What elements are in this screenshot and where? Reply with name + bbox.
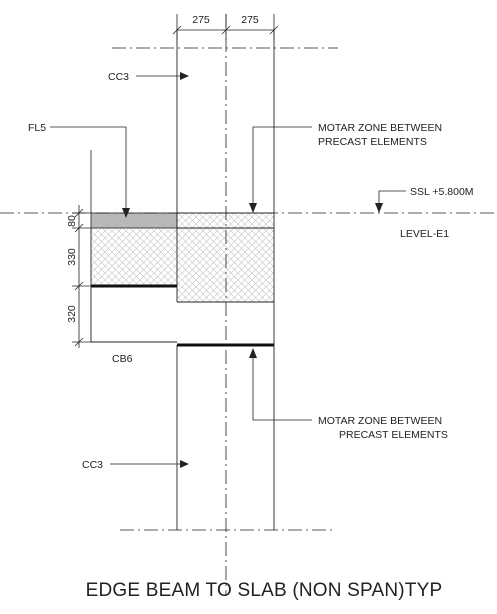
drawing-title: EDGE BEAM TO SLAB (NON SPAN)TYP xyxy=(86,580,443,601)
label-motar-bottom-line2: PRECAST ELEMENTS xyxy=(339,429,448,441)
label-ssl: SSL +5.800M xyxy=(410,186,474,198)
label-motar-top-line2: PRECAST ELEMENTS xyxy=(318,136,427,148)
arrow-ssl-icon xyxy=(375,203,383,213)
arrow-motar-bottom-icon xyxy=(249,348,257,358)
leader-ssl xyxy=(378,190,406,203)
label-level: LEVEL-E1 xyxy=(400,228,449,240)
motar-zone-top xyxy=(177,213,274,228)
dimension-v-bottom: 320 xyxy=(66,305,78,323)
left-dimension xyxy=(72,150,92,348)
arrow-motar-top-icon xyxy=(249,203,257,213)
label-motar-top-line1: MOTAR ZONE BETWEEN xyxy=(318,122,442,134)
arrow-fl5-icon xyxy=(122,208,130,218)
label-cc3-bottom: CC3 xyxy=(82,459,103,471)
slab-topping-fill xyxy=(90,212,178,229)
leader-fl5 xyxy=(50,126,127,208)
dimension-top-left: 275 xyxy=(192,14,210,26)
arrow-cc3-bottom-icon xyxy=(180,460,189,468)
label-cb6: CB6 xyxy=(112,353,133,365)
label-cc3-top: CC3 xyxy=(108,71,129,83)
structure-outlines xyxy=(90,30,275,530)
beam-hatch-zone xyxy=(177,228,274,302)
label-motar-bottom-line1: MOTAR ZONE BETWEEN xyxy=(318,415,442,427)
arrow-cc3-top-icon xyxy=(180,72,189,80)
top-dimension xyxy=(172,14,279,40)
dimension-top-right: 275 xyxy=(241,14,259,26)
leader-motar-top xyxy=(252,126,312,203)
label-fl5: FL5 xyxy=(28,122,46,134)
slab-hatch-zone xyxy=(91,228,177,286)
leader-motar-bottom xyxy=(252,358,312,421)
dimension-v-mid: 330 xyxy=(66,248,78,266)
centre-lines xyxy=(0,14,497,596)
dimension-v-top: 80 xyxy=(66,215,78,227)
